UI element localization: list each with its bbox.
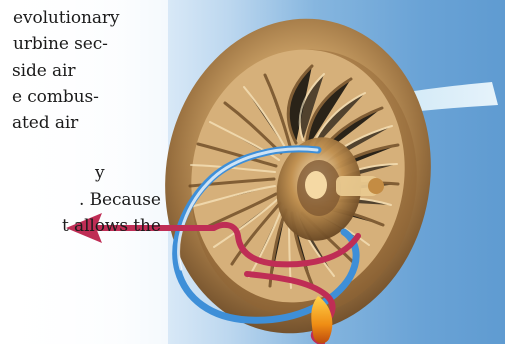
article-line-7: y (95, 160, 164, 186)
article-line-5: ated air (12, 110, 164, 136)
article-line-3: side air (12, 58, 164, 84)
article-line-8: . Because (79, 187, 164, 213)
article-line-2: urbine sec- (13, 31, 164, 57)
article-body-text: evolutionary urbine sec- side air e comb… (2, 5, 164, 239)
turbine-shaft-cap (368, 178, 384, 194)
article-line-9: t allows the (62, 213, 164, 239)
turbine-hub-center (305, 171, 327, 199)
article-line-4: e combus- (12, 84, 164, 110)
article-line-gap (2, 136, 164, 160)
article-line-1: evolutionary (13, 5, 164, 31)
